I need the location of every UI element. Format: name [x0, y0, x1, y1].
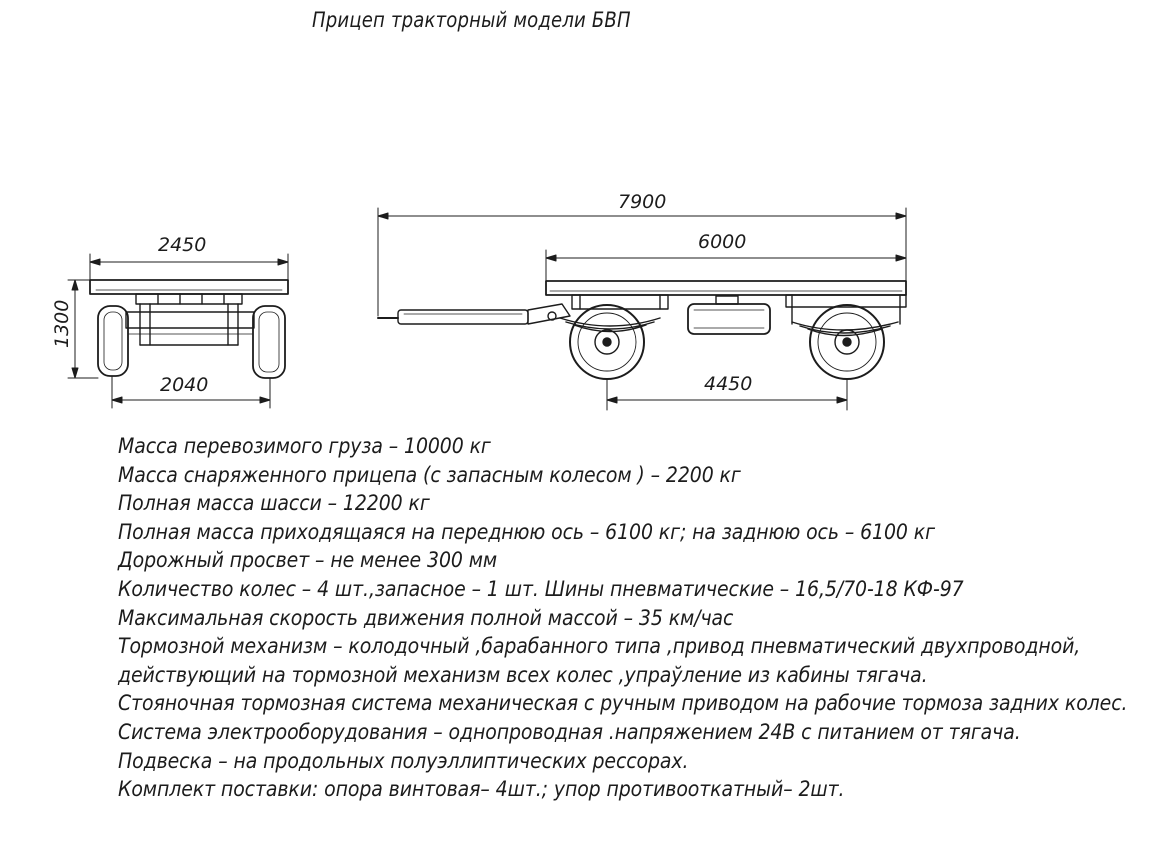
spec-list: Масса перевозимого груза – 10000 кг Масс… — [118, 432, 1169, 804]
spec-line: Стояночная тормозная система механическа… — [118, 691, 1128, 716]
label-overall-length: 7900 — [618, 191, 666, 213]
front-right-wheel — [252, 305, 286, 379]
front-view — [67, 253, 289, 409]
spec-line: Полная масса шасси – 12200 кг — [118, 491, 430, 516]
spec-line: Система электрооборудования – однопровод… — [118, 719, 1021, 744]
spec-line: действующий на тормозной механизм всех к… — [118, 662, 928, 687]
dim-front-width — [89, 253, 289, 281]
spec-line: Масса перевозимого груза – 10000 кг — [118, 434, 491, 458]
spec-line: Максимальная скорость движения полной ма… — [118, 605, 734, 630]
spare-wheel — [687, 295, 771, 335]
front-side-wheel — [569, 304, 645, 380]
spec-line: Подвеска – на продольных полуэллиптическ… — [118, 748, 689, 773]
label-platform-length: 6000 — [698, 231, 746, 253]
label-height: 1300 — [51, 300, 73, 348]
dim-overall-length — [377, 207, 907, 317]
label-wheelbase: 4450 — [704, 373, 752, 395]
dim-height — [67, 279, 99, 379]
spec-line: Количество колес – 4 шт.,запасное – 1 шт… — [118, 576, 964, 601]
dim-wheelbase — [606, 378, 848, 411]
spec-line: Тормозной механизм – колодочный ,барабан… — [118, 634, 1081, 659]
side-view — [377, 207, 907, 411]
front-subframe — [571, 294, 669, 310]
spec-line: Комплект поставки: опора винтовая– 4шт.;… — [118, 777, 845, 802]
drawing-title: Прицеп тракторный модели БВП — [312, 8, 631, 32]
dim-track — [111, 375, 271, 409]
label-front-width: 2450 — [158, 234, 206, 256]
front-platform — [89, 279, 289, 295]
spec-line: Масса снаряженного прицепа (с запасным к… — [118, 462, 741, 487]
front-axle — [125, 311, 255, 329]
front-left-wheel — [97, 305, 129, 377]
rear-subframe — [785, 294, 907, 308]
label-track: 2040 — [160, 374, 208, 396]
side-platform — [545, 280, 907, 296]
front-frame — [135, 293, 243, 305]
drawbar — [377, 303, 571, 325]
spec-line: Дорожный просвет – не менее 300 мм — [118, 548, 498, 573]
spec-line: Полная масса приходящаяся на переднюю ос… — [118, 519, 935, 544]
rear-side-wheel — [809, 304, 885, 380]
dim-platform-length — [545, 249, 907, 282]
trailer-drawing: 2450 1300 2040 7900 6000 4450 — [51, 191, 907, 411]
